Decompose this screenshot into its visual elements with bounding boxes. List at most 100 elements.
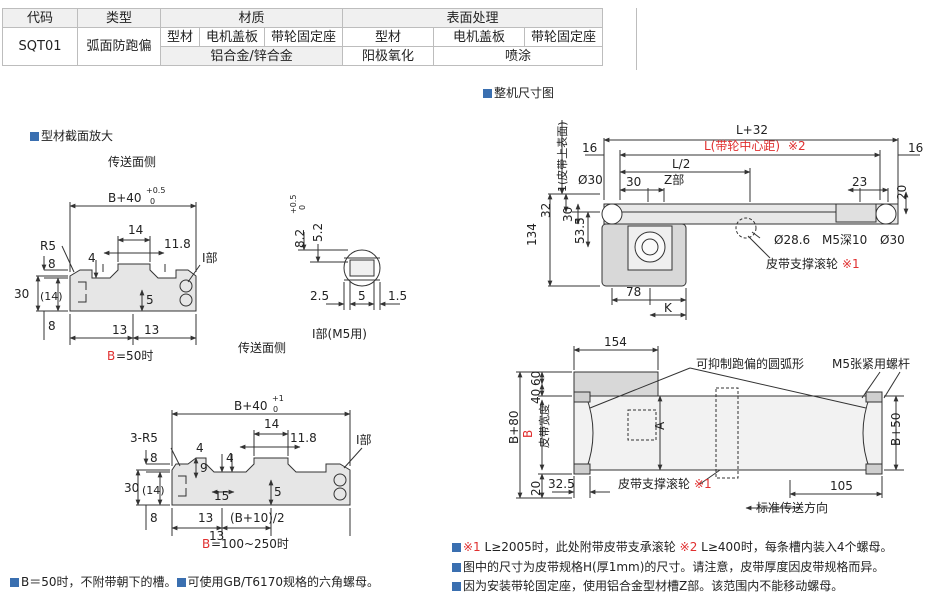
profile-bottom-drawing [135, 410, 363, 536]
note-3: 图中的尺寸为皮带规格H(厚1mm)的尺寸。请注意，皮带厚度因皮带规格而异。 [452, 558, 884, 575]
dim-l-plus: L+32 [736, 123, 768, 137]
square-bullet-icon [10, 578, 19, 587]
dim-r5-top: R5 [40, 239, 56, 253]
dim-l-half: L/2 [672, 157, 690, 171]
cell-surface-profile: 阳极氧化 [342, 46, 435, 66]
dim-30v: 30 [561, 207, 575, 222]
dim-8a-top: 8 [48, 257, 56, 271]
label-belt-width: 皮带宽度 [537, 404, 551, 448]
top-view-drawing [516, 346, 904, 511]
label-b-top-view: B [521, 430, 535, 438]
dim-m5-depth: M5深10 [822, 233, 867, 247]
square-bullet-icon [452, 563, 461, 572]
label-support-ref-side: ※1 [842, 257, 860, 271]
square-bullet-icon [483, 89, 492, 98]
detail-i-caption: I部(M5用) [312, 326, 367, 341]
profile-top-drawing [35, 202, 201, 345]
dim-5-i: 5 [358, 289, 366, 303]
dim-14p-top: (14) [40, 290, 63, 303]
side-view-drawing [547, 120, 920, 320]
dim-20-top-view: 20 [529, 481, 543, 496]
label-support-roller-side: 皮带支撑滚轮 [766, 256, 838, 271]
dim-b-plus50: B+50 [889, 412, 903, 446]
table-right-rule [636, 8, 637, 70]
dim-30-side: 30 [626, 175, 641, 189]
dim-width-bottom: B+40 [234, 399, 268, 413]
dim-5-2: 5.2 [311, 223, 325, 242]
dim-13b-bottom: 13 [209, 529, 224, 543]
dim-2-5: 2.5 [310, 289, 329, 303]
cell-code: SQT01 [2, 27, 78, 66]
label-b-bottom: B [202, 537, 210, 551]
dim-r5-bottom: 3-R5 [130, 431, 158, 445]
dim-belt-surface: 1(皮带上表面) [555, 121, 569, 192]
note-4: 因为安装带轮固定座，使用铝合金型材槽Z部。该范围内不能移动螺母。 [452, 577, 843, 594]
profile-section-title: 型材截面放大 [30, 127, 113, 144]
dim-15-bottom: 15 [214, 489, 229, 503]
header-type: 类型 [77, 8, 161, 28]
dim-78: 78 [626, 285, 641, 299]
dim-14p-bottom: (14) [142, 484, 165, 497]
dim-half-bottom: (B+10)/2 [230, 511, 285, 525]
dim-4a-bottom: 4 [196, 441, 204, 455]
label-b-top: B [107, 349, 115, 363]
dim-a: A [653, 421, 667, 430]
subheader-cover: 电机盖板 [199, 27, 266, 47]
dim-5-top: 5 [146, 293, 154, 307]
dim-13a-top: 13 [112, 323, 127, 337]
dim-32: 32 [539, 203, 553, 218]
dim-11-8-top: 11.8 [164, 237, 191, 251]
dim-32-5: 32.5 [548, 477, 575, 491]
cell-material-value: 铝合金/锌合金 [159, 46, 344, 66]
cell-type: 弧面防跑偏 [77, 27, 161, 66]
label-i-bottom: I部 [356, 432, 372, 447]
header-code: 代码 [2, 8, 78, 28]
dim-14-bottom: 14 [264, 417, 279, 431]
dim-phi30b: Ø30 [880, 233, 905, 247]
dim-16a: 16 [582, 141, 597, 155]
label-direction: 标准传送方向 [756, 500, 828, 515]
dim-134: 134 [525, 223, 539, 246]
dim-13a-bottom: 13 [198, 511, 213, 525]
subheader-profile: 型材 [159, 27, 201, 47]
dim-105: 105 [830, 479, 853, 493]
square-bullet-icon [176, 578, 186, 587]
note-1: ※1 L≥2005时，此处附带皮带支承滚轮 ※2 L≥400时，每条槽内装入4个… [452, 538, 892, 555]
dim-5-bottom: 5 [274, 485, 282, 499]
dim-14-top: 14 [128, 223, 143, 237]
dim-phi30a: Ø30 [578, 173, 603, 187]
square-bullet-icon [452, 582, 461, 591]
dim-154: 154 [604, 335, 627, 349]
dim-40: 40 [529, 389, 543, 404]
dim-b-plus80: B+80 [507, 410, 521, 444]
dim-conveying-side-top: 传送面侧 [108, 154, 156, 169]
overall-section-title: 整机尺寸图 [483, 84, 554, 101]
label-z-part: Z部 [664, 172, 684, 187]
dim-conveying-side-bottom: 传送面侧 [238, 340, 286, 355]
dim-tol-lower-i: 0 [298, 205, 307, 210]
dim-tol-upper-top: +0.5 [146, 186, 165, 195]
note-5: B＝50时，不附带朝下的槽。可使用GB/T6170规格的六角螺母。 [10, 573, 379, 590]
dim-30-bottom: 30 [124, 481, 139, 495]
dim-9-bottom: 9 [200, 461, 208, 475]
dim-30-top: 30 [14, 287, 29, 301]
subheader-cover-2: 电机盖板 [433, 27, 526, 47]
square-bullet-icon [452, 543, 461, 552]
label-support-roller-top: 皮带支撑滚轮 [618, 476, 690, 491]
dim-20-side: 20 [895, 185, 909, 200]
dim-tol-lower-top: 0 [150, 197, 155, 206]
material-table: 代码 类型 材质 表面处理 SQT01 弧面防跑偏 型材 电机盖板 带轮固定座 … [2, 8, 604, 66]
label-m5-tension: M5张紧用螺杆 [832, 357, 910, 371]
dim-tol-upper-i: +0.5 [289, 195, 298, 214]
dim-8b-bottom: 8 [150, 511, 158, 525]
square-bullet-icon [30, 132, 39, 141]
dim-8b-top: 8 [48, 319, 56, 333]
dim-53-5: 53.5 [573, 217, 587, 244]
dim-l-center-ref: ※2 [788, 139, 806, 153]
label-i-top: I部 [202, 250, 218, 265]
dim-width-top: B+40 [108, 191, 142, 205]
dim-8-2: 8.2 [293, 229, 307, 248]
dim-60: 60 [529, 371, 543, 386]
dim-16b: 16 [908, 141, 923, 155]
